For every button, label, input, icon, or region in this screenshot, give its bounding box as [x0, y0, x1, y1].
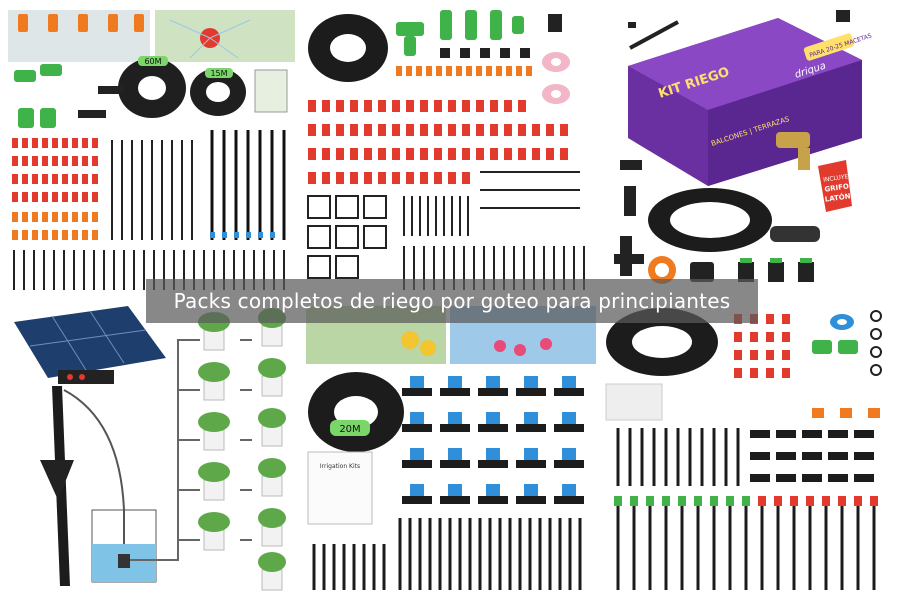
kit-tile-4 [0, 300, 300, 600]
kit-5-illustration: 20M Irrigation Kits [306, 306, 596, 590]
kit-2-illustration [307, 10, 585, 290]
manual-booklet-title: Irrigation Kits [320, 463, 360, 470]
caption-banner: Packs completos de riego por goteo para … [146, 279, 758, 323]
kit-tile-1: 60M 15M [0, 0, 300, 300]
caption-text: Packs completos de riego por goteo para … [173, 289, 731, 313]
kit-3-illustration: KIT RIEGO BALCONES | TERRAZAS driqua PAR… [614, 10, 873, 284]
kit-6-illustration [605, 308, 882, 590]
tag-line-1: INCLUYE [823, 173, 849, 183]
kit-tile-6 [600, 300, 900, 600]
hose-label-15m: 15M [210, 69, 227, 78]
kit-tile-3: KIT RIEGO BALCONES | TERRAZAS driqua PAR… [600, 0, 900, 300]
hose-label-20m: 20M [339, 424, 360, 435]
kit-tile-5: 20M Irrigation Kits [300, 300, 600, 600]
kit-4-illustration [14, 306, 286, 591]
kit-1-illustration: 60M 15M [8, 10, 295, 290]
tag-line-2: GRIFO [824, 182, 849, 193]
solar-panel [14, 306, 166, 378]
hose-label-60m: 60M [144, 57, 161, 66]
tag-line-3: LATÓN [824, 191, 851, 204]
kit-tile-2 [300, 0, 600, 300]
